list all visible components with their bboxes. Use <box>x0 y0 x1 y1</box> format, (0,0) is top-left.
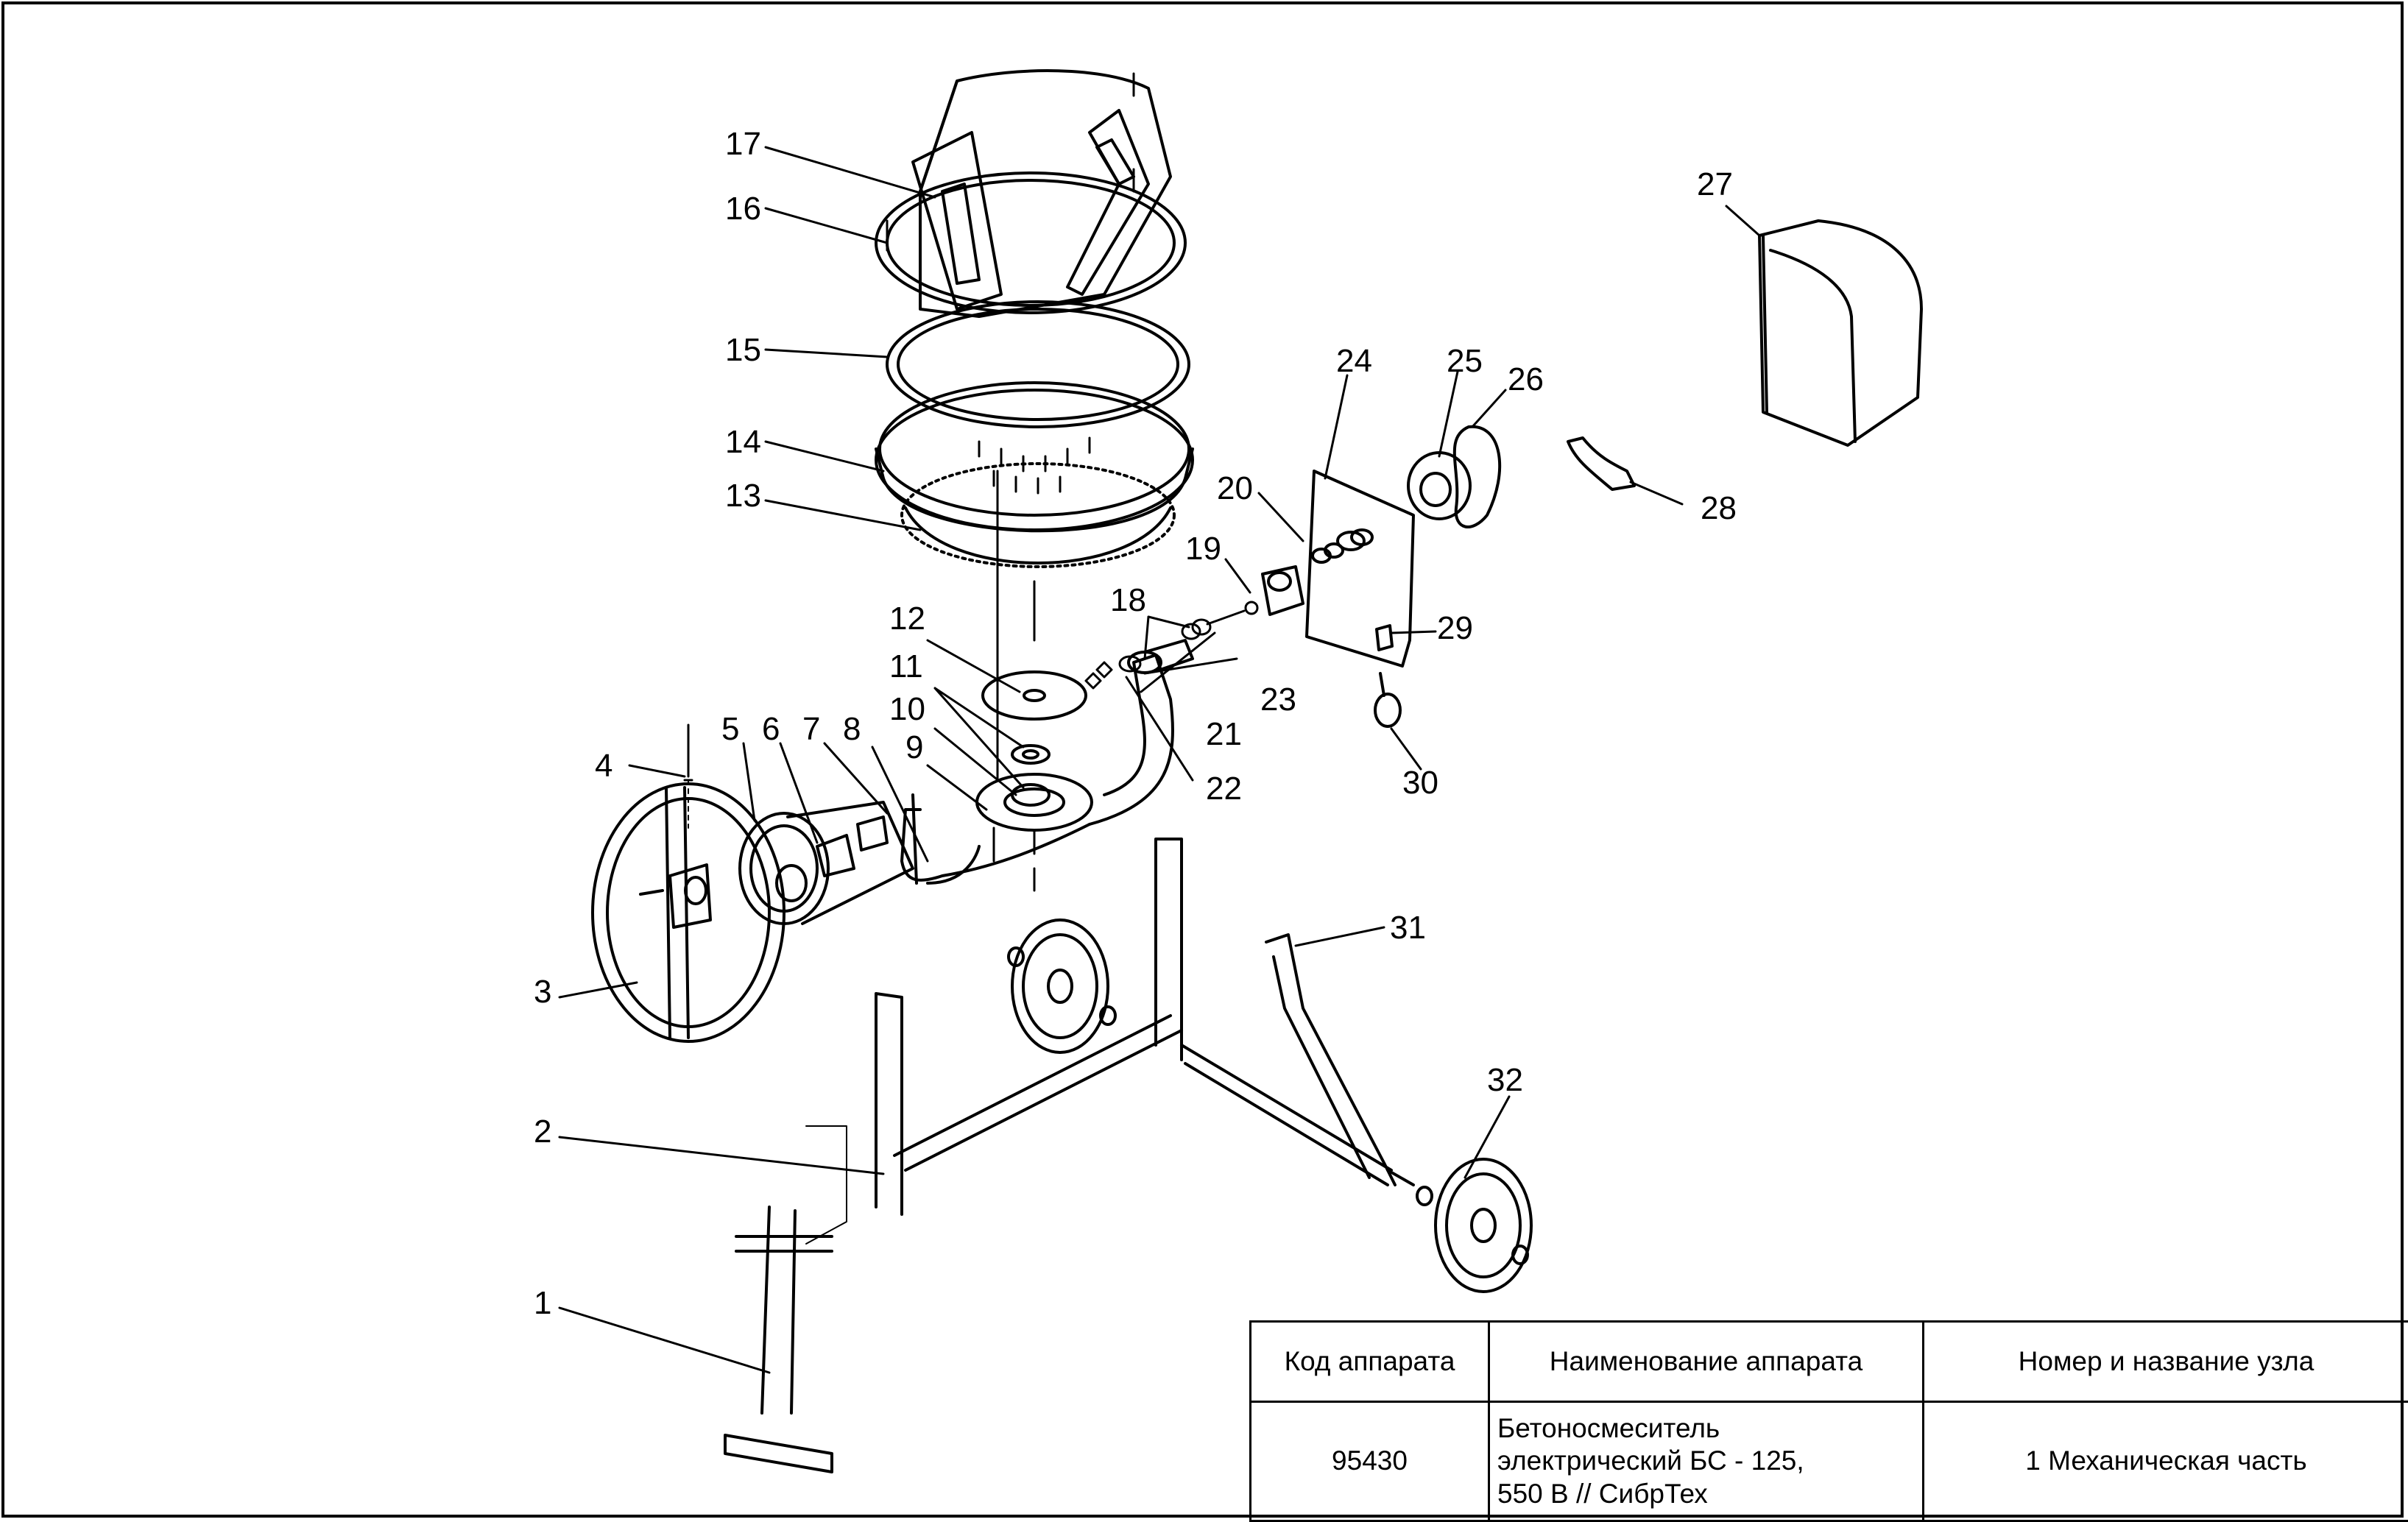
callout-18: 18 <box>1110 582 1146 618</box>
title-block-value-row: 95430 Бетоносмеситель электрический БС -… <box>1249 1401 2408 1522</box>
bearing-block-20 <box>1261 565 1304 616</box>
drum-bolts <box>886 72 1135 495</box>
callout-11: 11 <box>889 648 923 684</box>
value-name: Бетоносмеситель электрический БС - 125, … <box>1488 1401 1924 1522</box>
callout-31: 31 <box>1390 910 1426 946</box>
value-code: 95430 <box>1249 1401 1490 1522</box>
callout-24: 24 <box>1336 343 1372 379</box>
drum-ring-15 <box>886 300 1190 428</box>
header-unit: Номер и название узла <box>1922 1320 2408 1403</box>
callout-22: 22 <box>1206 771 1242 807</box>
flange-9 <box>975 773 1093 832</box>
header-code: Код аппарата <box>1249 1320 1490 1403</box>
wheel-32 <box>1416 1158 1533 1293</box>
wheel-front <box>1007 918 1117 1054</box>
bearing-plate-12 <box>981 670 1087 721</box>
callout-32: 32 <box>1487 1062 1523 1098</box>
callout-23: 23 <box>1260 682 1296 718</box>
value-name-line-3: 550 В // СибрТех <box>1497 1478 1708 1509</box>
callout-14: 14 <box>725 424 761 460</box>
callout-17: 17 <box>725 126 761 162</box>
callout-28: 28 <box>1701 490 1737 526</box>
callout-26: 26 <box>1508 361 1544 397</box>
motor-plate-24 <box>1305 470 1415 668</box>
callout-7: 7 <box>802 711 820 747</box>
bearing-11 <box>1011 744 1051 765</box>
callout-16: 16 <box>725 191 761 227</box>
header-name: Наименование аппарата <box>1488 1320 1924 1403</box>
callout-6: 6 <box>762 711 780 747</box>
callout-5: 5 <box>721 711 739 747</box>
callout-21: 21 <box>1206 716 1242 752</box>
pin-4 <box>683 723 693 782</box>
capacitor-30 <box>1374 672 1402 728</box>
drum-ring-16 <box>875 171 1187 314</box>
callout-15: 15 <box>725 332 761 368</box>
motor-cover-27 <box>1758 219 1923 447</box>
callout-10: 10 <box>889 691 925 727</box>
callout-25: 25 <box>1447 343 1483 379</box>
callout-2: 2 <box>534 1114 551 1150</box>
callout-labels: 1 2 3 4 5 6 7 8 9 10 11 12 13 14 15 16 1… <box>534 126 1737 1321</box>
hand-wheel-3 <box>591 782 785 1043</box>
drive-shaft-parts <box>1084 601 1259 690</box>
drum-top-cone <box>911 69 1172 318</box>
callout-30: 30 <box>1402 765 1438 801</box>
gear-assembly <box>738 801 914 925</box>
value-unit: 1 Механическая часть <box>1922 1401 2408 1522</box>
callout-13: 13 <box>725 478 761 514</box>
pulley-25 <box>1407 451 1472 520</box>
handle-28 <box>1567 436 1636 491</box>
callout-19: 19 <box>1185 531 1221 567</box>
callout-4: 4 <box>595 748 612 784</box>
callout-20: 20 <box>1217 470 1253 506</box>
value-name-line-2: электрический БС - 125, <box>1497 1445 1804 1476</box>
belt-26 <box>1452 425 1502 528</box>
title-block-table: Код аппарата Наименование аппарата Номер… <box>1249 1320 2408 1522</box>
drum-body <box>875 381 1194 568</box>
callout-12: 12 <box>889 601 925 637</box>
callout-1: 1 <box>534 1285 551 1321</box>
chassis-frame <box>724 838 1415 1473</box>
gearbox-arm <box>900 639 1194 885</box>
title-block-header-row: Код аппарата Наименование аппарата Номер… <box>1249 1320 2408 1403</box>
callout-8: 8 <box>843 711 861 747</box>
callout-29: 29 <box>1437 610 1473 646</box>
callout-3: 3 <box>534 974 551 1010</box>
value-name-line-1: Бетоносмеситель <box>1497 1412 1720 1443</box>
callout-9: 9 <box>905 729 923 765</box>
callout-leaders <box>558 146 1761 1374</box>
callout-27: 27 <box>1697 166 1733 202</box>
